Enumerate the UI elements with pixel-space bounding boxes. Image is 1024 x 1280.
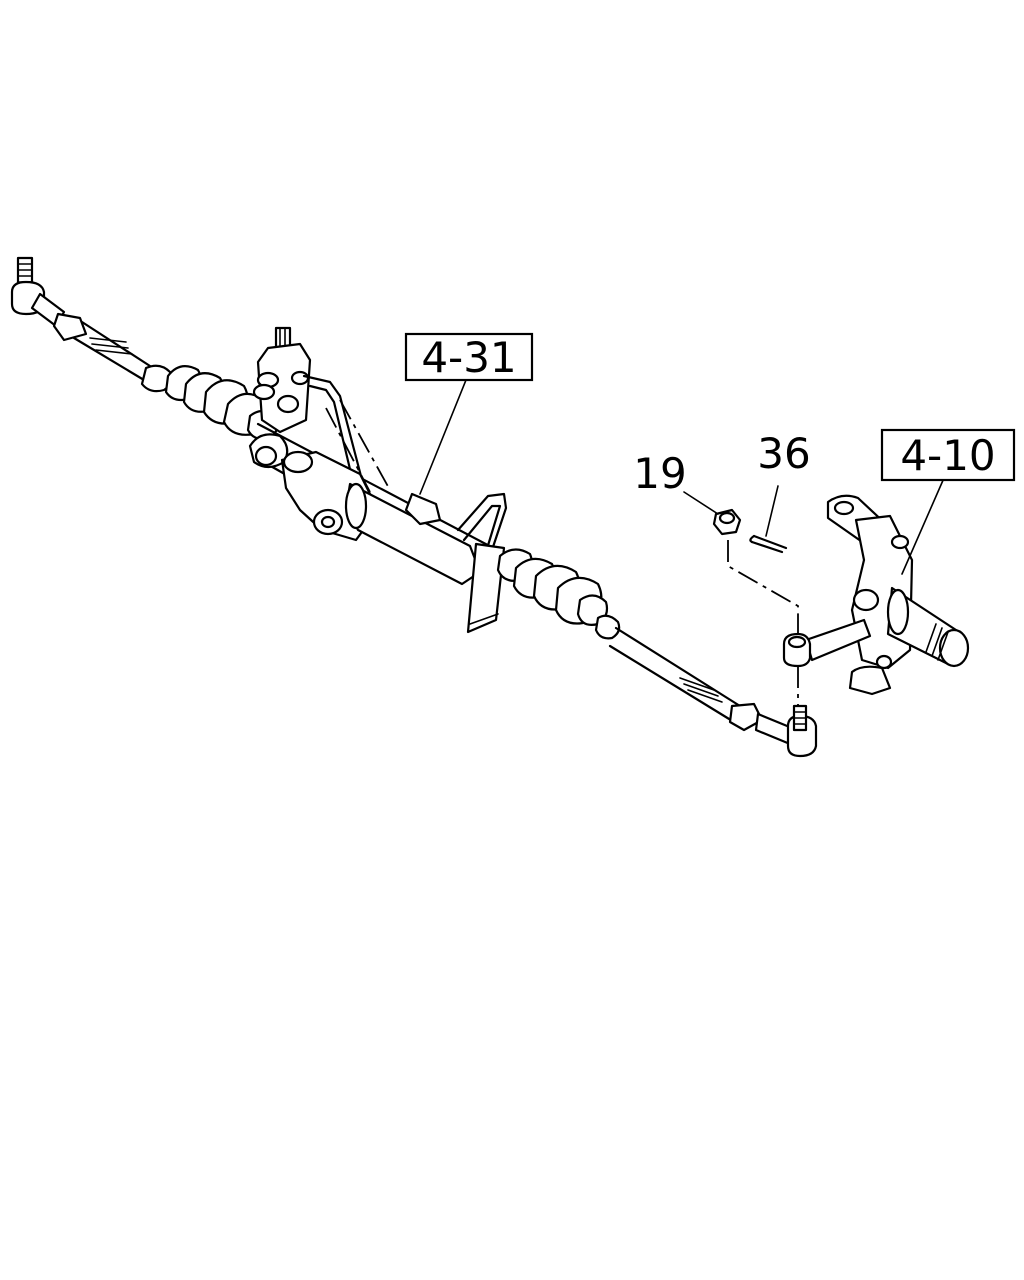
castle-nut [712, 508, 742, 536]
pinion-valve-housing [252, 326, 391, 493]
leader-4-31 [419, 379, 467, 495]
right-tie-rod-end [608, 626, 818, 758]
rack-housing [248, 422, 522, 634]
steering-knuckle [804, 494, 970, 696]
callout-part-19: 19 [633, 449, 686, 498]
callout-part-36: 36 [757, 429, 810, 478]
callout-ref-knuckle: 4-10 [900, 431, 995, 480]
callout-ref-rack: 4-31 [421, 333, 516, 382]
cotter-pin [749, 534, 788, 554]
callout-box-4-31: 4-31 [404, 332, 534, 382]
leader-36 [765, 485, 779, 537]
left-boot [140, 364, 280, 441]
callout-box-4-10: 4-10 [880, 428, 1016, 482]
tie-rod-bushing [727, 540, 812, 706]
leader-4-10 [901, 477, 945, 575]
leader-19 [683, 491, 719, 515]
left-tie-rod-end [10, 256, 152, 382]
right-boot [496, 548, 621, 640]
